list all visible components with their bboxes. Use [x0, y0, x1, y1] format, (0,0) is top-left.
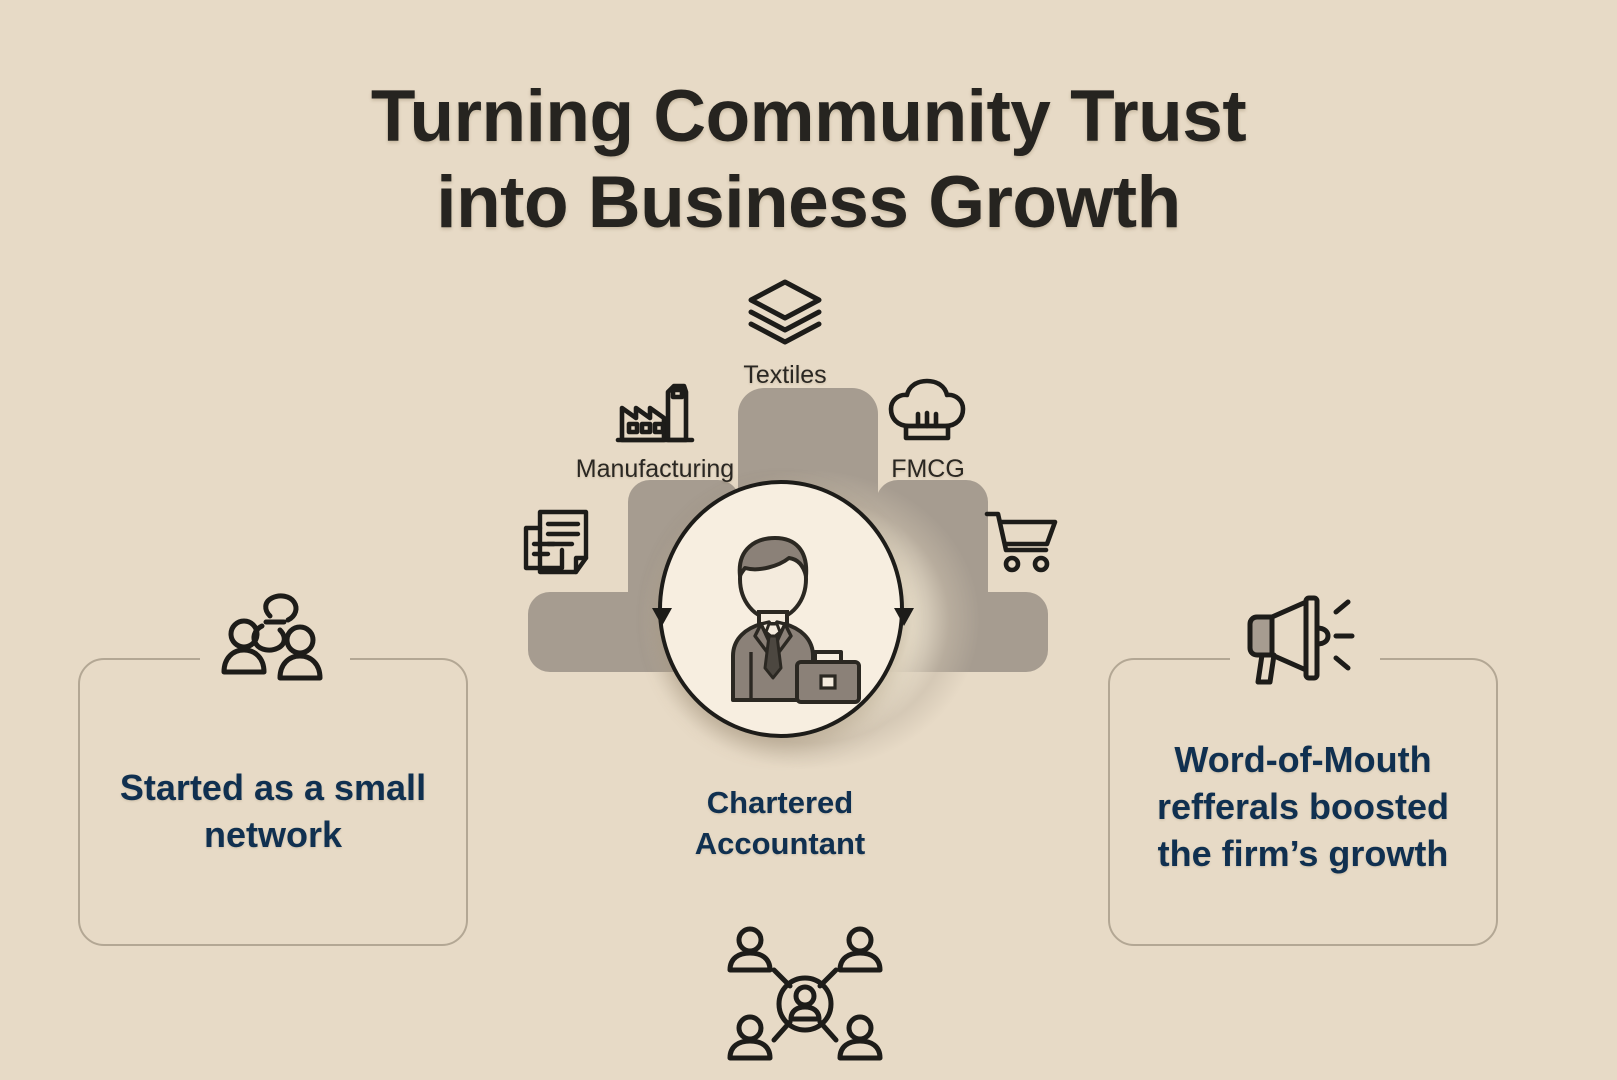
people-link-icon — [218, 593, 328, 695]
card-left-notch — [200, 654, 350, 664]
industry-fmcg-label: FMCG — [891, 455, 965, 483]
card-right-text: Word-of-Mouth refferals boosted the firm… — [1110, 736, 1496, 877]
title-line-1: Turning Community Trust — [370, 76, 1247, 157]
card-left-line-1: Started as a small — [119, 767, 427, 808]
circle-arrow-right-icon — [894, 608, 914, 626]
businessman-icon — [731, 536, 861, 704]
title-line-2: into Business Growth — [436, 162, 1181, 243]
industry-manufacturing-label: Manufacturing — [575, 455, 735, 483]
card-right-line-3: the firm’s growth — [1157, 833, 1449, 874]
card-left-text: Started as a small network — [80, 764, 466, 858]
shopping-cart-icon — [984, 506, 1058, 579]
chef-hat-icon — [888, 378, 968, 452]
card-left-line-2: network — [203, 814, 343, 855]
megaphone-icon — [1244, 594, 1362, 691]
center-caption-line-2: Accountant — [694, 826, 866, 861]
card-started-as-small-network[interactable]: Started as a small network — [78, 593, 468, 946]
chartered-accountant-avatar — [658, 480, 904, 738]
circle-arrow-left-icon — [652, 608, 672, 626]
center-caption-line-1: Chartered — [706, 785, 854, 820]
card-word-of-mouth-referrals[interactable]: Word-of-Mouth refferals boosted the firm… — [1108, 595, 1498, 946]
center-caption: Chartered Accountant — [620, 782, 940, 864]
industry-textiles: Textiles — [700, 278, 870, 390]
industry-fmcg: FMCG — [862, 378, 994, 484]
page-title: Turning Community Trust into Business Gr… — [0, 74, 1617, 246]
factory-icon — [615, 383, 695, 452]
industry-textiles-label: Textiles — [743, 361, 827, 389]
layers-icon — [743, 279, 827, 358]
people-network-icon — [712, 918, 898, 1080]
card-right-line-1: Word-of-Mouth — [1174, 739, 1432, 780]
industry-manufacturing: Manufacturing — [560, 378, 750, 484]
documents-icon — [518, 506, 592, 585]
card-right-line-2: refferals boosted — [1156, 786, 1450, 827]
